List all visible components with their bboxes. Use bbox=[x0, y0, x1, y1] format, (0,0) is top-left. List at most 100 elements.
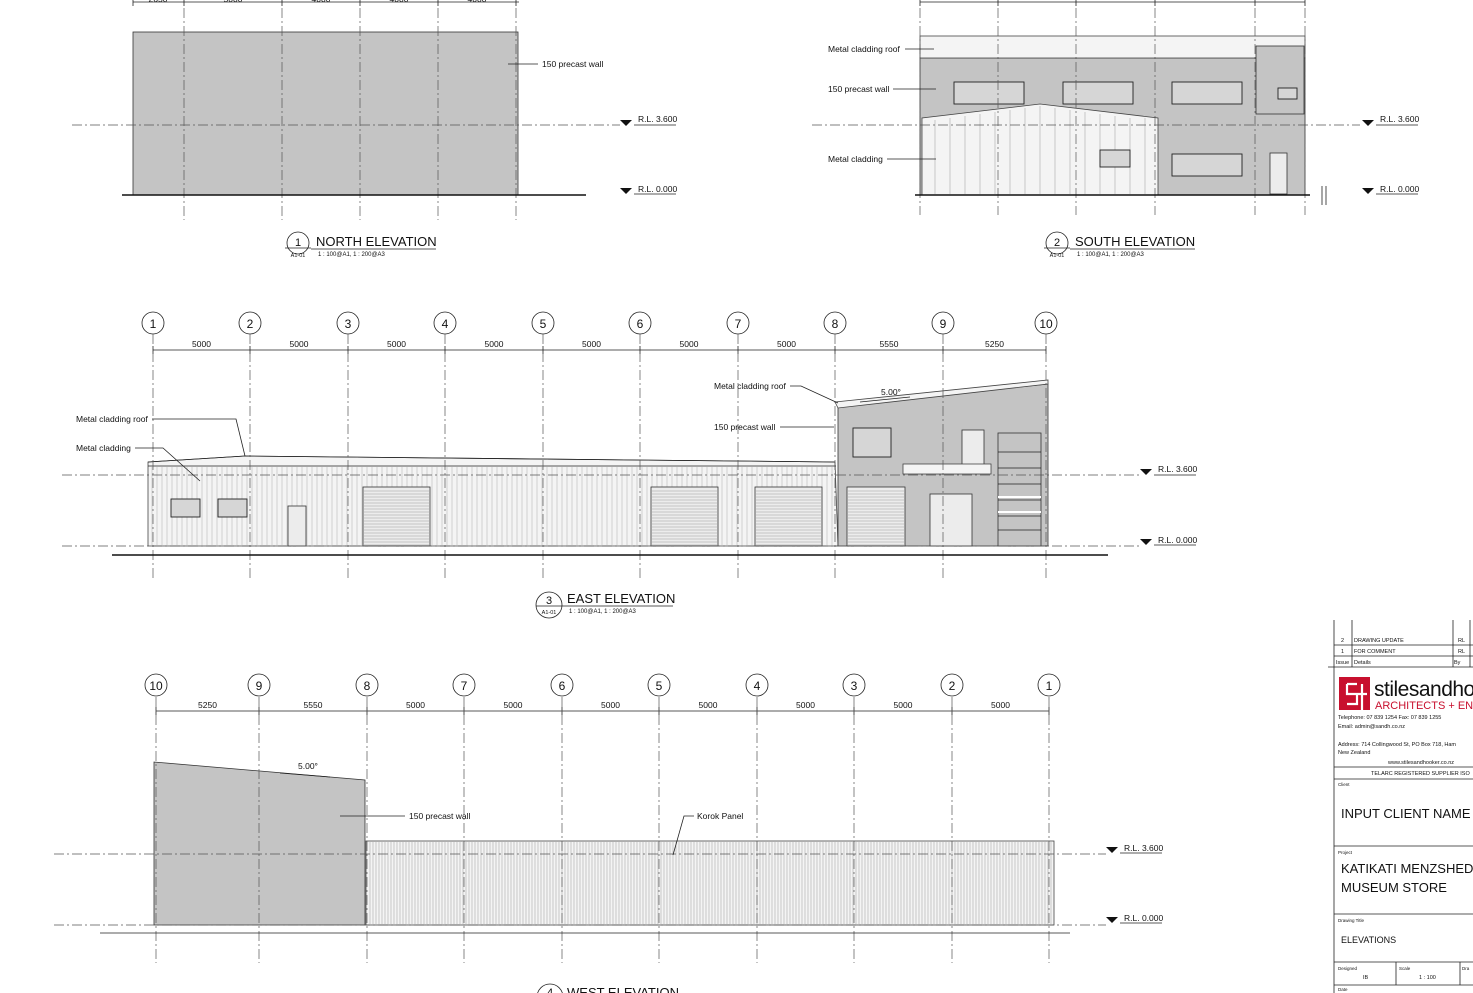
door bbox=[287, 505, 307, 547]
title-block: 2 DRAWING UPDATE RL 1 FOR COMMENT RL Iss… bbox=[1328, 620, 1473, 993]
east-wall-label: 150 precast wall bbox=[714, 422, 776, 432]
door bbox=[1269, 152, 1288, 195]
dimension-label: 5550 bbox=[880, 339, 899, 349]
company-country: New Zealand bbox=[1338, 750, 1370, 756]
north-dim-4: 4000 bbox=[390, 0, 409, 4]
dimension-label: 5000 bbox=[406, 700, 425, 710]
dimension-label: 5000 bbox=[485, 339, 504, 349]
south-title: SOUTH ELEVATION bbox=[1075, 234, 1195, 249]
grid-label: 10 bbox=[1039, 317, 1053, 331]
south-stair-tower bbox=[1255, 45, 1305, 115]
east-slope: 5.00° bbox=[881, 387, 901, 397]
grid-label: 1 bbox=[150, 317, 157, 331]
east-tag-number: 3 bbox=[546, 595, 552, 607]
north-precast-wall bbox=[132, 31, 519, 196]
south-tag-sheet: A1-01 bbox=[1050, 253, 1065, 259]
drawing-title: ELEVATIONS bbox=[1341, 935, 1396, 945]
grid-bubble-icon bbox=[1037, 673, 1061, 697]
roller-door bbox=[754, 486, 823, 547]
company-phone: Telephone: 07 839 1254 Fax: 07 839 1255 bbox=[1338, 715, 1441, 721]
east-metal-cladding bbox=[147, 455, 839, 547]
south-rl-top: R.L. 3.600 bbox=[1380, 114, 1419, 124]
east-rl-bottom: R.L. 0.000 bbox=[1158, 535, 1197, 545]
north-rl-bottom: R.L. 0.000 bbox=[638, 184, 677, 194]
north-tag-number: 1 bbox=[295, 237, 301, 249]
north-tag-sheet: A1-01 bbox=[291, 253, 306, 259]
company-website: www.stilesandhooker.co.nz bbox=[1387, 760, 1454, 766]
client-name: INPUT CLIENT NAME bbox=[1341, 806, 1471, 821]
south-rl-bottom: R.L. 0.000 bbox=[1380, 184, 1419, 194]
grid-bubble-icon bbox=[550, 673, 574, 697]
project-name-line-1: KATIKATI MENZSHED bbox=[1341, 861, 1473, 876]
level-marker-icon bbox=[620, 120, 632, 126]
dimension-label: 5000 bbox=[991, 700, 1010, 710]
grid-label: 8 bbox=[832, 317, 839, 331]
revision-details: FOR COMMENT bbox=[1354, 649, 1396, 655]
view-tag-icon bbox=[1045, 231, 1069, 255]
grid-label: 6 bbox=[637, 317, 644, 331]
revision-col-by: By bbox=[1454, 660, 1461, 666]
grid-label: 3 bbox=[851, 679, 858, 693]
north-scale: 1 : 100@A1, 1 : 200@A3 bbox=[318, 252, 386, 258]
grid-label: 9 bbox=[940, 317, 947, 331]
south-roof-label: Metal cladding roof bbox=[828, 44, 900, 54]
south-elevation: Metal cladding roof 150 precast wall Met… bbox=[812, 0, 1419, 259]
dimension-label: 5000 bbox=[290, 339, 309, 349]
dimension-label: 5000 bbox=[504, 700, 523, 710]
revision-details: DRAWING UPDATE bbox=[1354, 638, 1404, 644]
grid-label: 4 bbox=[754, 679, 761, 693]
window bbox=[1171, 81, 1243, 105]
window bbox=[1171, 153, 1243, 177]
east-roof-cladding bbox=[834, 379, 1049, 409]
revision-col-issue: Issue bbox=[1336, 660, 1349, 666]
grid-label: 3 bbox=[345, 317, 352, 331]
grid-bubble-icon bbox=[745, 673, 769, 697]
west-slope: 5.00° bbox=[298, 761, 318, 771]
grid-bubble-icon bbox=[452, 673, 476, 697]
grid-bubble-icon bbox=[144, 673, 168, 697]
window bbox=[953, 81, 1025, 105]
grid-bubble-icon bbox=[647, 673, 671, 697]
east-title: EAST ELEVATION bbox=[567, 591, 675, 606]
revision-by: RL bbox=[1458, 649, 1465, 655]
dimension-label: 5000 bbox=[699, 700, 718, 710]
north-rl-top: R.L. 3.600 bbox=[638, 114, 677, 124]
north-dim-3: 4000 bbox=[312, 0, 331, 4]
south-clad-label: Metal cladding bbox=[828, 154, 883, 164]
dimension-label: 5000 bbox=[894, 700, 913, 710]
dimension-label: 5000 bbox=[192, 339, 211, 349]
grid-label: 10 bbox=[149, 679, 163, 693]
grid-bubble-icon bbox=[355, 673, 379, 697]
grid-bubble-icon bbox=[842, 673, 866, 697]
date-label: Date bbox=[1338, 987, 1348, 992]
south-scale: 1 : 100@A1, 1 : 200@A3 bbox=[1077, 252, 1145, 258]
south-roof-cladding bbox=[919, 35, 1306, 59]
project-name-line-2: MUSEUM STORE bbox=[1341, 880, 1447, 895]
project-label: Project bbox=[1338, 850, 1353, 855]
dimension-label: 5000 bbox=[796, 700, 815, 710]
stair-panel bbox=[997, 432, 1042, 547]
designed-value: IB bbox=[1363, 975, 1369, 981]
door bbox=[929, 493, 973, 547]
grid-label: 5 bbox=[656, 679, 663, 693]
dimension-label: 5000 bbox=[582, 339, 601, 349]
revision-issue: 1 bbox=[1341, 649, 1344, 655]
grid-bubble-icon bbox=[940, 673, 964, 697]
level-marker-icon bbox=[1106, 917, 1118, 923]
dimension-label: 5250 bbox=[198, 700, 217, 710]
north-elevation: 2650 5000 4000 4000 4000 150 precast wal… bbox=[72, 0, 677, 259]
window bbox=[1099, 149, 1131, 168]
window bbox=[217, 498, 248, 518]
door bbox=[961, 429, 985, 466]
scale-value: 1 : 100 bbox=[1419, 975, 1436, 981]
north-dim-5: 4000 bbox=[468, 0, 487, 4]
grid-label: 8 bbox=[364, 679, 371, 693]
north-dim-2: 5000 bbox=[224, 0, 243, 4]
level-marker-icon bbox=[1140, 469, 1152, 475]
view-tag-icon bbox=[535, 591, 563, 619]
grid-bubble-icon bbox=[247, 673, 271, 697]
drawing-title-label: Drawing Title bbox=[1338, 918, 1365, 923]
telarc-registration: TELARC REGISTERED SUPPLIER ISO bbox=[1371, 771, 1470, 777]
